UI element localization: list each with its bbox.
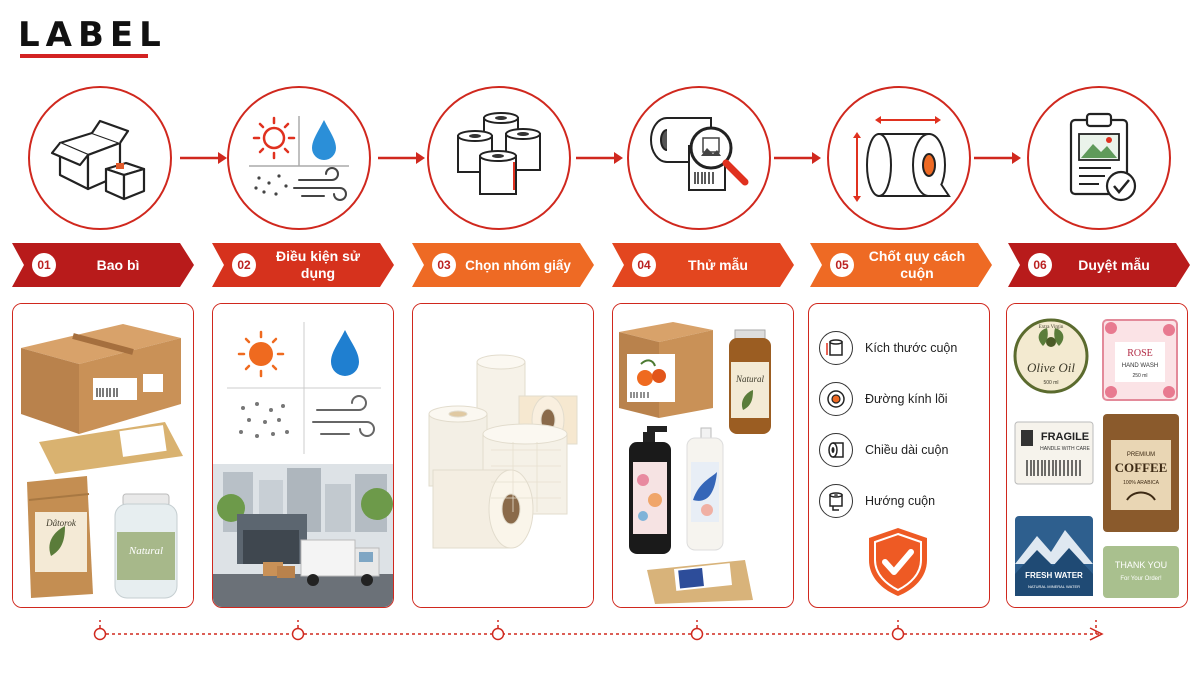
timeline bbox=[93, 620, 1104, 641]
step-banner-4: 04 Thử mẫu bbox=[612, 243, 794, 287]
arrow-icon bbox=[576, 152, 623, 164]
brand-logo: LABEL bbox=[18, 18, 167, 58]
coffee-main-text: COFFEE bbox=[1115, 460, 1168, 475]
step-label: Thử mẫu bbox=[688, 256, 748, 273]
roll-spec-list: Kích thước cuộn Đường kính lõi Chiều dài… bbox=[819, 322, 979, 526]
roll-size-icon bbox=[819, 330, 853, 365]
step-3-circle bbox=[427, 86, 571, 230]
labels-illustration: Extra Virgin Olive Oil 500 ml ROSE HAND … bbox=[1007, 304, 1187, 607]
fragile-sub-text: HANDLE WITH CARE bbox=[1040, 446, 1090, 452]
banner-shape bbox=[612, 243, 794, 287]
water-sub-text: NATURAL MINERAL WATER bbox=[1028, 584, 1080, 589]
paper-rolls-illustration bbox=[413, 304, 593, 607]
step-banner-3: 03 Chọn nhóm giấy bbox=[412, 243, 594, 287]
roll-dimension-icon bbox=[853, 116, 951, 202]
timeline-node bbox=[690, 627, 704, 641]
magnifier-icon bbox=[650, 117, 749, 191]
logo-text: LABEL bbox=[18, 15, 167, 55]
card-packaging: Dâtorok Natural bbox=[12, 303, 194, 608]
water-main-text: FRESH WATER bbox=[1025, 571, 1083, 580]
rose-main-text: ROSE bbox=[1127, 348, 1153, 359]
step-label: Duyệt mẫu bbox=[1078, 256, 1150, 273]
step-label: Điều kiện sử dụng bbox=[275, 248, 361, 281]
olive-volume-text: 500 ml bbox=[1043, 380, 1058, 386]
fragile-main-text: FRAGILE bbox=[1041, 431, 1089, 443]
timeline-node bbox=[93, 627, 107, 641]
spec-roll-direction: Hướng cuộn bbox=[819, 475, 979, 526]
rose-volume-text: 250 ml bbox=[1132, 373, 1147, 379]
arrow-icon bbox=[378, 152, 425, 164]
step-number: 06 bbox=[1028, 253, 1052, 277]
card-roll-specs: Kích thước cuộn Đường kính lõi Chiều dài… bbox=[808, 303, 990, 608]
weather-icon bbox=[249, 116, 349, 201]
step-number: 01 bbox=[32, 253, 56, 277]
timeline-node bbox=[891, 627, 905, 641]
pouch-label: Dâtorok bbox=[45, 518, 77, 528]
step-banner-1: 01 Bao bì bbox=[12, 243, 194, 287]
timeline-node bbox=[291, 627, 305, 641]
step-label: Chọn nhóm giấy bbox=[465, 257, 571, 273]
shield-check-icon bbox=[869, 528, 927, 596]
olive-main-text: Olive Oil bbox=[1027, 360, 1075, 375]
step-number: 03 bbox=[432, 253, 456, 277]
thanks-sub-text: For Your Order! bbox=[1120, 576, 1162, 582]
samples-illustration: Natural bbox=[613, 304, 793, 607]
logo-underline bbox=[20, 54, 148, 58]
spec-label: Hướng cuộn bbox=[865, 493, 936, 508]
step-2-circle bbox=[227, 86, 371, 230]
rose-sub-text: HAND WASH bbox=[1122, 363, 1158, 369]
banner-shape bbox=[412, 243, 594, 287]
spec-roll-size: Kích thước cuộn bbox=[819, 322, 979, 373]
spec-roll-length: Chiều dài cuộn bbox=[819, 424, 979, 475]
card-conditions bbox=[212, 303, 394, 608]
step-number: 02 bbox=[232, 253, 256, 277]
boxes-icon bbox=[50, 119, 146, 201]
jar-label: Natural bbox=[128, 545, 163, 557]
paper-rolls-icon bbox=[457, 112, 541, 195]
banner-shape bbox=[12, 243, 194, 287]
banner-shape bbox=[810, 243, 992, 287]
step-number: 04 bbox=[632, 253, 656, 277]
step-label: Chốt quy cách cuộn bbox=[868, 248, 966, 281]
spec-label: Kích thước cuộn bbox=[865, 340, 958, 355]
arrow-icon bbox=[974, 152, 1021, 164]
timeline-node bbox=[491, 627, 505, 641]
banner-shape bbox=[1008, 243, 1190, 287]
step-6-circle bbox=[1027, 86, 1171, 230]
card-paper-rolls bbox=[412, 303, 594, 608]
step-banner-6: 06 Duyệt mẫu bbox=[1008, 243, 1190, 287]
roll-length-icon bbox=[819, 432, 853, 467]
spec-core-diameter: Đường kính lõi bbox=[819, 373, 979, 424]
arrow-icon bbox=[180, 152, 227, 164]
coffee-sub-text: 100% ARABICA bbox=[1123, 480, 1160, 486]
banner-shape bbox=[212, 243, 394, 287]
step-number: 05 bbox=[830, 253, 854, 277]
step-label: Bao bì bbox=[96, 256, 140, 273]
spec-label: Đường kính lõi bbox=[865, 391, 948, 406]
step-5-circle bbox=[827, 86, 971, 230]
approval-clipboard-icon bbox=[1069, 112, 1137, 202]
roll-direction-icon bbox=[819, 483, 853, 518]
amber-jar-label: Natural bbox=[735, 374, 765, 384]
card-approved-labels: Extra Virgin Olive Oil 500 ml ROSE HAND … bbox=[1006, 303, 1188, 608]
coffee-top-text: PREMIUM bbox=[1127, 452, 1155, 458]
core-diameter-icon bbox=[819, 381, 853, 416]
step-4-circle bbox=[627, 86, 771, 230]
step-banner-5: 05 Chốt quy cách cuộn bbox=[810, 243, 992, 287]
arrow-icon bbox=[774, 152, 821, 164]
packaging-illustration: Dâtorok Natural bbox=[13, 304, 193, 607]
conditions-illustration bbox=[213, 304, 393, 607]
thanks-main-text: THANK YOU bbox=[1115, 560, 1167, 570]
step-1-circle bbox=[28, 86, 172, 230]
olive-top-text: Extra Virgin bbox=[1039, 325, 1064, 330]
step-banner-2: 02 Điều kiện sử dụng bbox=[212, 243, 394, 287]
card-samples: Natural bbox=[612, 303, 794, 608]
spec-label: Chiều dài cuộn bbox=[865, 442, 949, 457]
